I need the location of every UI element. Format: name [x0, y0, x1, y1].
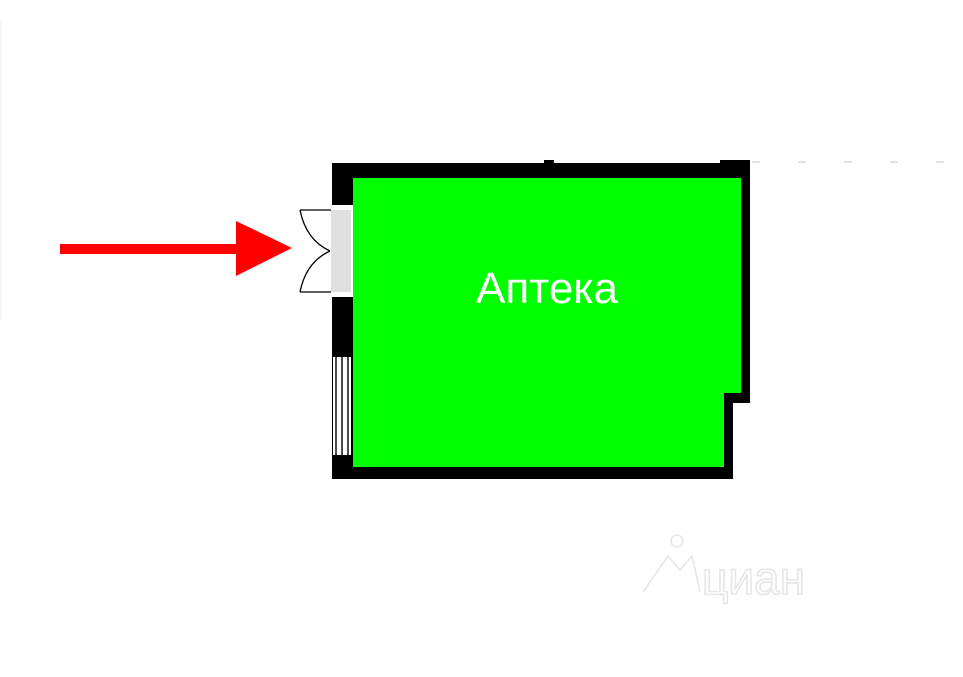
- window: [333, 357, 351, 455]
- room-area: [353, 178, 741, 467]
- watermark: циан: [642, 534, 806, 605]
- double-door: [299, 209, 331, 293]
- wall-notch: [544, 160, 554, 164]
- room-label: Аптека: [476, 264, 619, 313]
- door-threshold: [331, 210, 351, 292]
- entrance-arrow-icon: [60, 221, 292, 276]
- watermark-logo-icon: [642, 534, 701, 593]
- watermark-text: циан: [702, 552, 805, 604]
- wall-notch: [720, 160, 750, 164]
